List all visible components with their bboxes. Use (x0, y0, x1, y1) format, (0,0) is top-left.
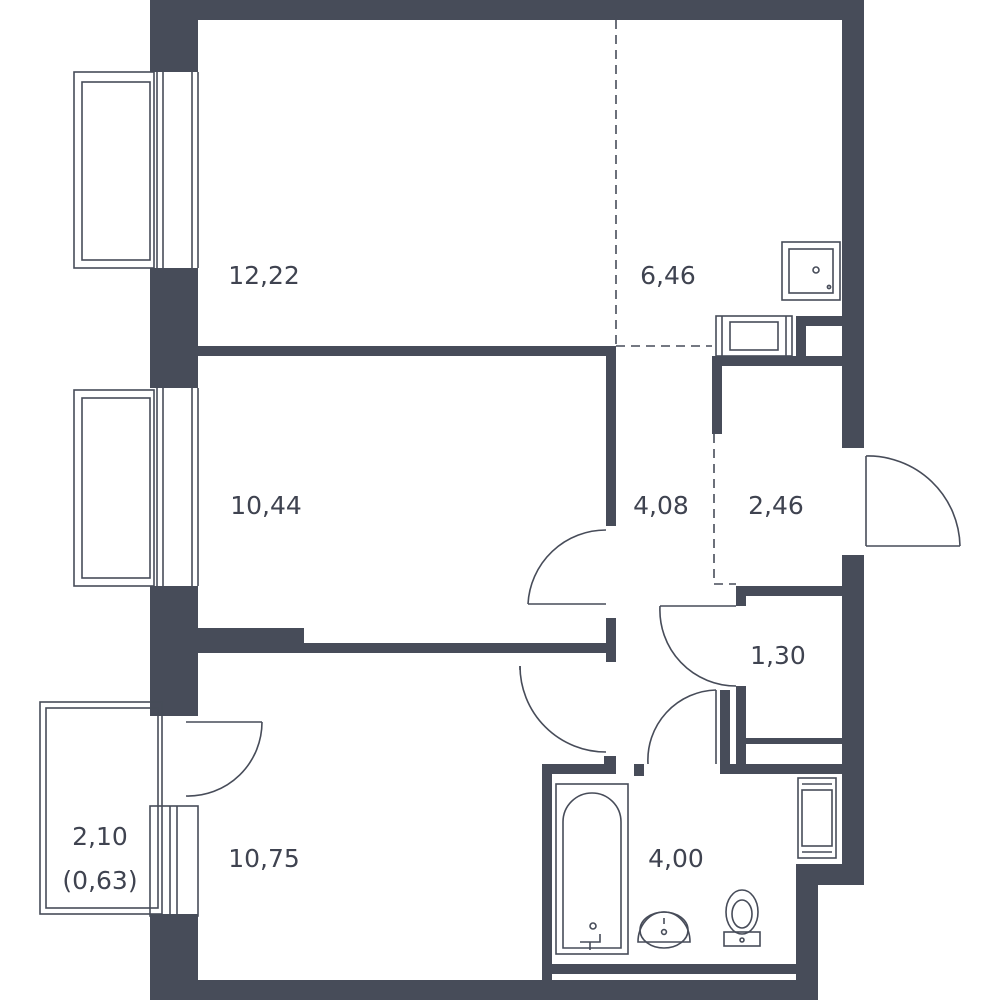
washing-machine-icon (797, 777, 837, 859)
window-top-left (73, 71, 199, 269)
toilet-icon (723, 889, 761, 947)
room-area-label: 4,08 (633, 491, 689, 520)
room-area-label: 12,22 (228, 261, 300, 290)
room-area-label: 10,75 (228, 844, 300, 873)
room-area-label: 2,46 (748, 491, 804, 520)
door-room-1075 (519, 665, 607, 753)
room-area-label: 6,46 (640, 261, 696, 290)
area-labels: 12,22 6,46 10,44 4,08 2,46 1,30 10,75 4,… (62, 261, 805, 895)
door-entrance (865, 455, 961, 547)
stove-icon (715, 315, 793, 357)
room-area-label: 4,00 (648, 844, 704, 873)
door-bathroom (647, 689, 717, 765)
balcony-area-label: 2,10 (72, 822, 128, 851)
balcony-door (149, 721, 263, 917)
zone-dividers (615, 20, 736, 585)
window-middle-left (73, 388, 199, 587)
balcony-reduced-area-label: (0,63) (62, 866, 137, 895)
room-area-label: 10,44 (230, 491, 302, 520)
washbasin-icon (637, 911, 691, 949)
walls (150, 0, 864, 1000)
door-room-1044 (527, 529, 607, 605)
room-area-label: 1,30 (750, 641, 806, 670)
door-wc-130 (659, 605, 737, 687)
balcony-outline (39, 701, 163, 915)
kitchen-sink-icon (781, 241, 841, 301)
bathtub-icon (555, 783, 629, 955)
